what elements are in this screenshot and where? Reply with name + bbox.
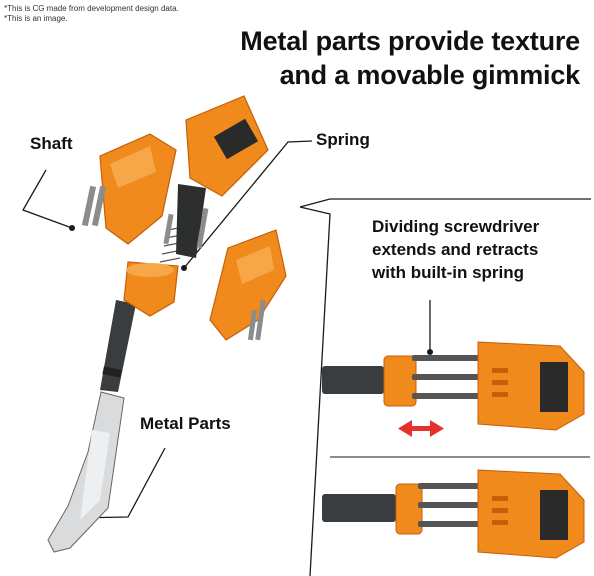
rear-cap-grip <box>213 118 259 160</box>
exploded-screwdriver <box>47 95 287 553</box>
detail-extended <box>322 341 585 431</box>
shaft-callout-line <box>22 169 73 229</box>
upper-left-shell <box>99 133 177 245</box>
extend-retract-arrow <box>398 420 444 437</box>
description-line-1: Dividing screwdriver <box>372 217 540 236</box>
upper-left-shell-highlight <box>110 146 156 188</box>
detail-extended-grip <box>540 362 568 412</box>
small-rods-right <box>247 299 266 341</box>
headline-line-2: and a movable gimmick <box>279 60 581 90</box>
disclaimer-cg-note: *This is CG made from development design… <box>4 4 179 13</box>
orange-collar-top <box>126 263 174 277</box>
spring-callout-dot <box>181 265 187 271</box>
right-floating-shell <box>209 229 287 341</box>
detail-retracted-shaft <box>322 494 396 522</box>
headline-line-1: Metal parts provide texture <box>240 26 580 56</box>
detail-extended-shaft <box>322 366 384 394</box>
spring-detail-dot <box>427 349 433 355</box>
spring-label: Spring <box>316 130 370 149</box>
spring-callout-line <box>183 140 313 269</box>
metal-parts-label: Metal Parts <box>140 414 231 433</box>
detail-callout-upper <box>299 198 591 208</box>
detail-retracted-body <box>477 469 585 559</box>
metal-blade <box>47 391 125 553</box>
small-rods-left <box>81 185 107 227</box>
callout-lines <box>22 140 591 576</box>
detail-extended-body <box>477 341 585 431</box>
detail-retracted <box>322 469 585 559</box>
shaft-callout-dot <box>69 225 75 231</box>
detail-retracted-vents <box>492 496 508 525</box>
detail-extended-rods <box>412 355 482 399</box>
spring-description: Dividing screwdriver extends and retract… <box>372 215 539 284</box>
metal-blade-highlight <box>80 430 110 520</box>
shaft-label: Shaft <box>30 134 73 153</box>
right-floating-shell-highlight <box>236 246 274 284</box>
detail-callout-lower <box>299 206 331 576</box>
disclaimer-image-note: *This is an image. <box>4 14 68 23</box>
detail-retracted-rods <box>418 483 482 527</box>
detail-retracted-collar <box>395 483 423 535</box>
gunmetal-shaft <box>100 300 136 392</box>
detail-extended-vents <box>492 368 508 397</box>
description-line-2: extends and retracts <box>372 240 539 259</box>
detail-retracted-grip <box>540 490 568 540</box>
description-line-3: with built-in spring <box>372 263 525 282</box>
shaft-ring <box>102 366 122 378</box>
detail-extended-collar <box>383 355 417 407</box>
small-rods-center <box>163 207 209 249</box>
